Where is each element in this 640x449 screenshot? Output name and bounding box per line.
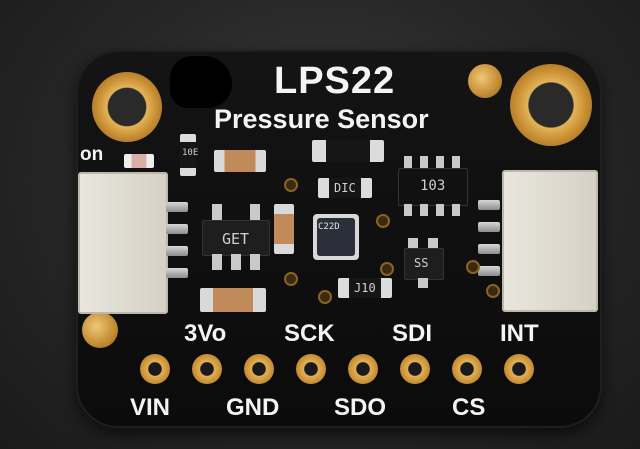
capacitor xyxy=(200,288,266,312)
via xyxy=(318,290,332,304)
via xyxy=(466,260,480,274)
resistor xyxy=(338,278,392,298)
header-pin-sdi xyxy=(400,354,430,384)
connector-pin xyxy=(166,246,188,256)
pin-label-sdi: SDI xyxy=(392,320,433,347)
chip-pin xyxy=(420,204,428,216)
resistor xyxy=(180,134,196,176)
mounting-hole-top-right xyxy=(510,64,592,146)
pin-label-int: INT xyxy=(500,320,539,347)
connector-pin xyxy=(166,224,188,234)
pin-label-sdo: SDO xyxy=(334,394,387,421)
mounting-hole-top-left xyxy=(92,72,162,142)
pin-label-3vo: 3Vo xyxy=(184,320,227,347)
pin-label-gnd: GND xyxy=(226,394,280,421)
gold-pad-left xyxy=(82,312,118,348)
resistor xyxy=(318,178,372,198)
board-title: LPS22 xyxy=(274,60,396,102)
chip-pin xyxy=(212,204,222,220)
via xyxy=(284,272,298,286)
pressure-sensor-chip xyxy=(313,214,359,260)
resistor-array xyxy=(398,168,468,206)
capacitor xyxy=(274,204,294,254)
header-pin-sdo xyxy=(348,354,378,384)
header-pin-sck xyxy=(296,354,326,384)
connector-pin xyxy=(478,244,500,254)
chip-pin xyxy=(250,254,260,270)
header-pin-vin xyxy=(140,354,170,384)
power-led xyxy=(124,154,154,168)
resistor-marking: DIC xyxy=(334,181,356,195)
stemma-connector-left xyxy=(78,172,168,314)
resistor xyxy=(312,140,384,162)
redacted-logo xyxy=(170,56,232,108)
board-subtitle: Pressure Sensor xyxy=(214,104,429,134)
connector-pin xyxy=(166,268,188,278)
chip-pin xyxy=(404,156,412,168)
via xyxy=(376,214,390,228)
resistor-marking: J10 xyxy=(354,281,376,295)
capacitor xyxy=(214,150,266,172)
chip-pin xyxy=(436,156,444,168)
header-pin-gnd xyxy=(244,354,274,384)
gold-pad-top xyxy=(468,64,502,98)
level-shift-mosfet xyxy=(404,248,444,280)
via xyxy=(380,262,394,276)
sensor-die xyxy=(317,218,355,256)
header-pin-cs xyxy=(452,354,482,384)
connector-pin xyxy=(166,202,188,212)
header-pin-3vo xyxy=(192,354,222,384)
chip-pin xyxy=(452,156,460,168)
chip-pin xyxy=(212,254,222,270)
chip-pin xyxy=(420,156,428,168)
regulator-marking: GET xyxy=(222,230,250,248)
pin-label-cs: CS xyxy=(452,394,486,421)
pin-label-vin: VIN xyxy=(130,394,171,421)
connector-pin xyxy=(478,200,500,210)
chip-pin xyxy=(418,278,428,288)
led-label: on xyxy=(80,144,104,165)
chip-pin xyxy=(408,238,418,248)
chip-pin xyxy=(404,204,412,216)
header-pin-int xyxy=(504,354,534,384)
via xyxy=(284,178,298,192)
chip-pin xyxy=(428,238,438,248)
voltage-regulator-chip xyxy=(202,220,270,256)
via xyxy=(486,284,500,298)
chip-pin xyxy=(231,254,241,270)
resistor-marking: 10E xyxy=(182,148,199,158)
chip-pin xyxy=(250,204,260,220)
chip-pin xyxy=(436,204,444,216)
chip-pin xyxy=(452,204,460,216)
connector-pin xyxy=(478,222,500,232)
resistor-array-marking: 103 xyxy=(420,178,446,194)
connector-pin xyxy=(478,266,500,276)
sensor-marking: C22D xyxy=(318,222,340,232)
stemma-connector-right xyxy=(502,170,598,312)
mosfet-marking: SS xyxy=(414,256,429,270)
pin-label-sck: SCK xyxy=(284,320,335,347)
